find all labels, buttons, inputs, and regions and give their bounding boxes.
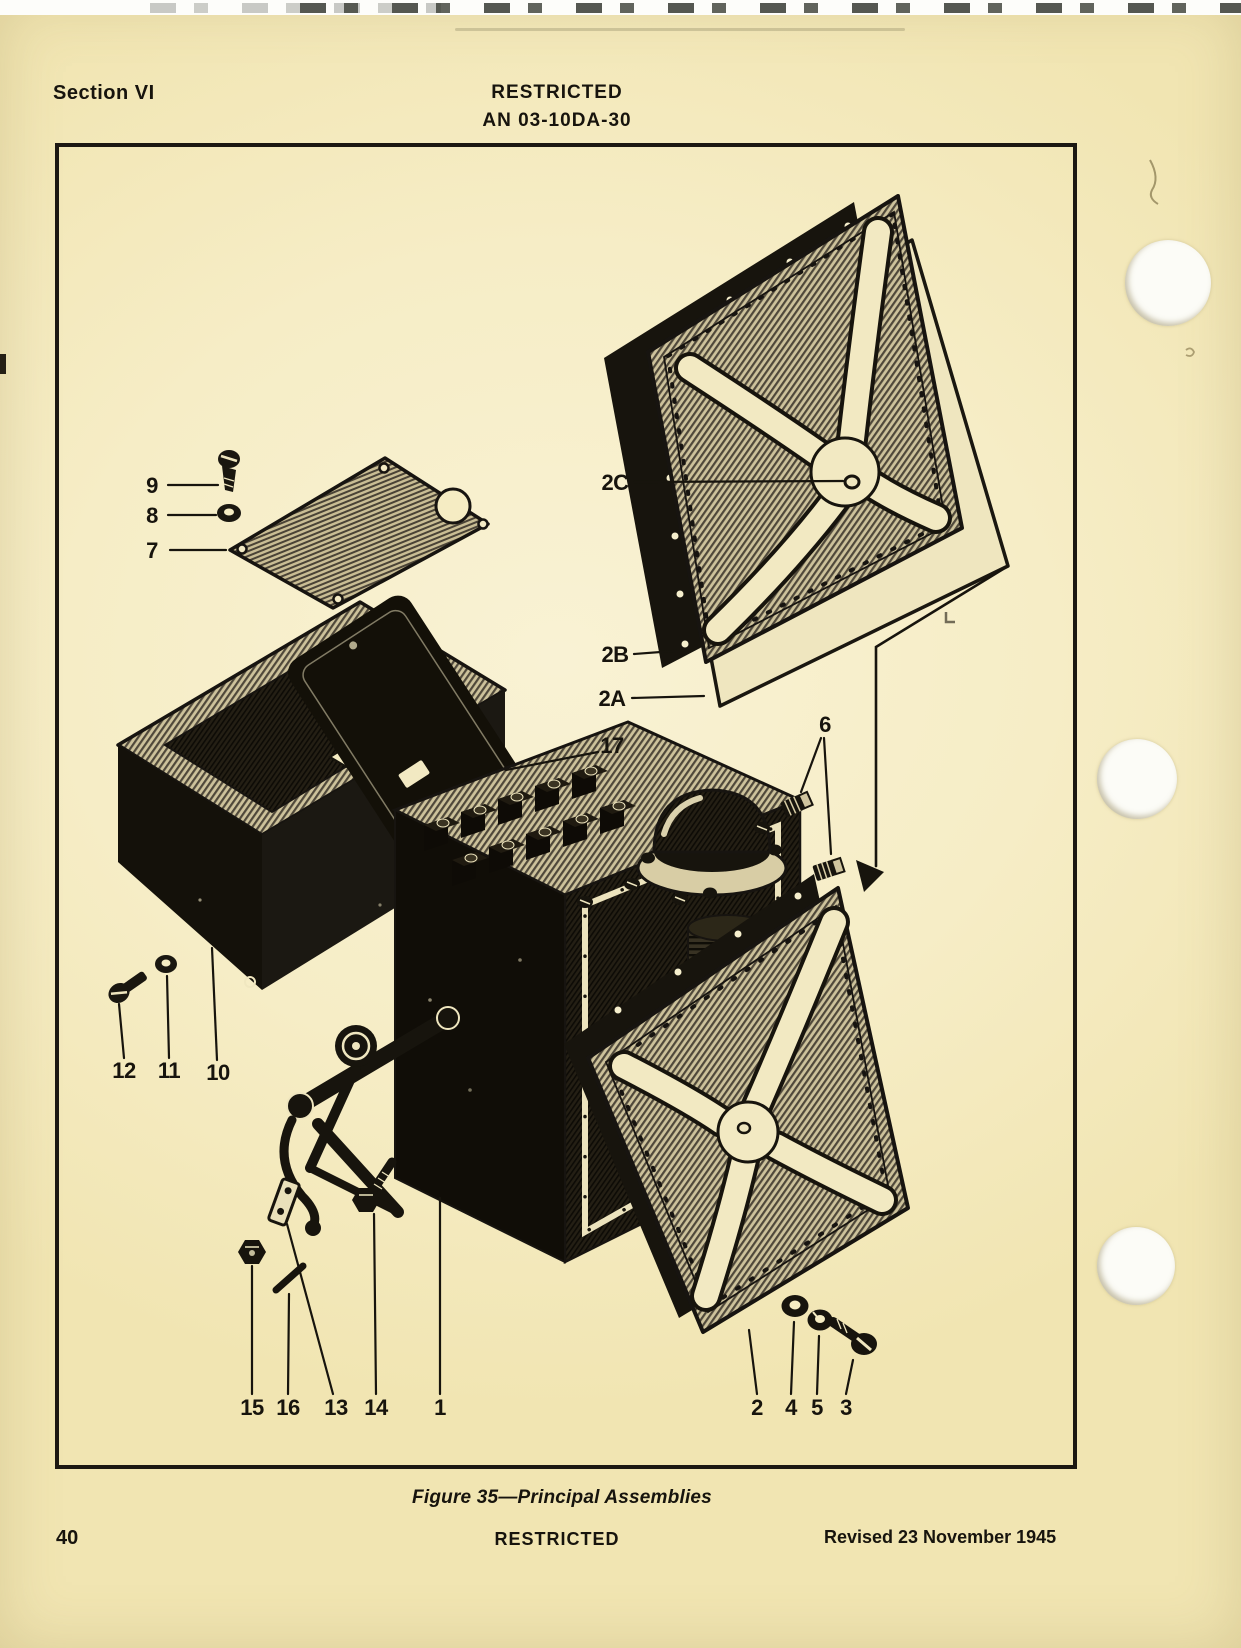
pen-mark-squiggle	[944, 159, 1195, 624]
callout-label-15: 15	[240, 1395, 264, 1420]
callout-label-2b: 2B	[601, 642, 629, 667]
top-face-screws	[577, 822, 770, 908]
nut-15	[238, 1240, 266, 1264]
assembly-direction-arrow	[856, 564, 1010, 892]
leader-lines	[117, 479, 855, 1396]
cover-plate-7	[228, 456, 490, 610]
lower-cover-x-rib	[608, 906, 898, 1312]
callout-label-1: 1	[434, 1395, 446, 1420]
callout-label-2: 2	[751, 1395, 763, 1420]
callout-label-2c: 2C	[601, 470, 629, 495]
plug-6b	[812, 856, 846, 881]
hub-screw-hole-2c	[843, 474, 861, 490]
callout-label-14: 14	[364, 1395, 388, 1420]
washer-11	[155, 955, 177, 973]
screw-12	[108, 971, 147, 1004]
upper-cover-x-rib	[674, 216, 952, 646]
callout-label-12: 12	[112, 1058, 136, 1083]
callout-label-17: 17	[600, 733, 624, 758]
washer-5	[807, 1309, 833, 1331]
callout-label-7: 7	[146, 538, 158, 563]
punch-hole	[1125, 240, 1211, 326]
domed-cap	[636, 788, 788, 899]
footer-page-number: 40	[56, 1527, 79, 1549]
scan-artifact-marks	[300, 3, 1241, 13]
lower-cover-plate	[586, 886, 910, 1334]
bolt-14	[352, 1157, 397, 1212]
figure-caption: Figure 35—Principal Assemblies	[412, 1487, 712, 1508]
footer-revision-note: Revised 23 November 1945	[824, 1527, 1057, 1547]
terminal-strips	[424, 765, 636, 886]
lever-mechanism	[279, 1006, 460, 1236]
callout-label-8: 8	[146, 503, 158, 528]
scan-artifact-smudge	[455, 28, 905, 31]
callout-label-6: 6	[819, 712, 831, 737]
screw-9	[218, 450, 240, 492]
callout-label-9: 9	[146, 473, 158, 498]
plate-13	[267, 1177, 301, 1227]
scan-artifact-marks	[150, 3, 441, 13]
washer-8	[217, 504, 241, 522]
callout-label-4: 4	[785, 1395, 797, 1420]
punch-hole	[1097, 1227, 1175, 1305]
figure-border-box	[55, 143, 1077, 1469]
callout-label-16: 16	[276, 1395, 300, 1420]
callout-label-5: 5	[811, 1395, 823, 1420]
footer-classification: RESTRICTED	[494, 1529, 620, 1549]
screw-3	[828, 1317, 877, 1355]
header-document-number: AN 03-10DA-30	[482, 110, 632, 131]
callout-label-2a: 2A	[598, 686, 626, 711]
callout-label-13: 13	[324, 1395, 348, 1420]
upper-cover-plate	[646, 194, 964, 664]
callout-label-10: 10	[206, 1060, 230, 1085]
header-section-label: Section VI	[53, 82, 155, 104]
callout-label-3: 3	[840, 1395, 852, 1420]
header-classification: RESTRICTED	[491, 82, 623, 103]
callout-label-11: 11	[157, 1058, 181, 1083]
scan-artifact-edge-mark	[0, 354, 6, 374]
washer-4	[781, 1295, 809, 1317]
punch-hole	[1097, 739, 1177, 819]
scan-artifact-film-strip	[0, 0, 1241, 15]
upper-cover-hub	[809, 436, 881, 508]
plug-6a	[780, 790, 814, 817]
